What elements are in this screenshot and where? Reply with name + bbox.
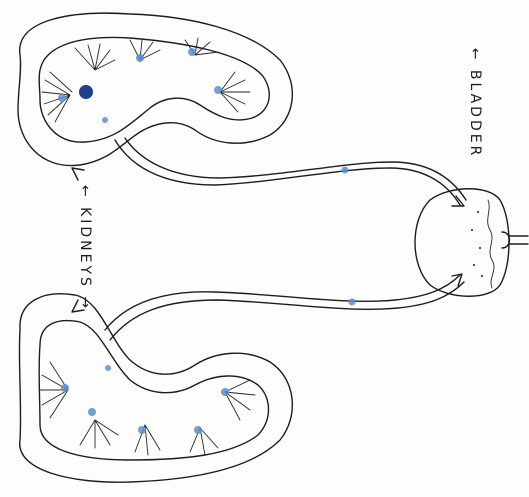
kidney-label-arrow-top (72, 168, 84, 180)
bottom-kidney-outline (19, 294, 292, 482)
top-kidney (18, 13, 292, 165)
bottom-ureter (105, 275, 460, 330)
bottom-ureter-inner (110, 282, 464, 340)
bladder-label: ← BLADDER (467, 43, 483, 163)
bladder-outline (415, 189, 509, 297)
bottom-kidney-highlights (61, 365, 229, 434)
top-kidney-dark-dot (79, 85, 93, 99)
bladder-wall-wavy (488, 200, 494, 288)
top-kidney-pyramid-lines (42, 38, 250, 122)
bladder-dots (471, 211, 483, 277)
top-ureter-inner (125, 138, 466, 200)
kidneys-label: ← KIDNEYS → (77, 183, 93, 313)
ureter-highlights (342, 167, 356, 306)
bottom-kidney (19, 294, 292, 482)
urethra (502, 232, 528, 248)
top-kidney-highlights (58, 48, 222, 123)
ureters (105, 138, 466, 340)
bladder (415, 189, 528, 297)
top-kidney-outline (18, 13, 292, 165)
